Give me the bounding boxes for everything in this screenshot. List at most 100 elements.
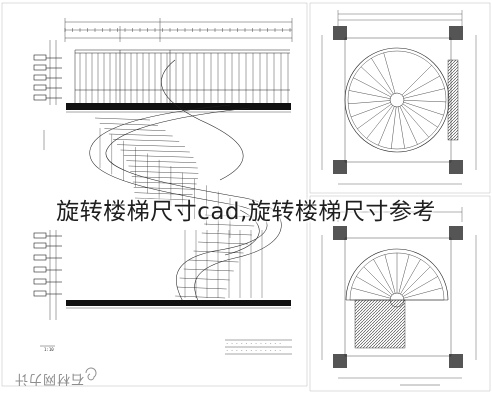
radial-tread <box>401 266 431 296</box>
radial-tread <box>403 100 446 103</box>
stair-tread <box>94 117 151 121</box>
radial-tread <box>400 259 421 295</box>
stair-tread <box>131 176 198 179</box>
svg-text:- - - - - - - - - - - -: - - - - - - - - - - - - <box>226 341 281 346</box>
stair-tread <box>176 286 227 290</box>
radial-tread <box>383 52 396 94</box>
stair-tread <box>193 250 244 254</box>
stair-tread <box>113 139 180 142</box>
level-tag <box>33 232 47 239</box>
radial-tread <box>356 276 392 297</box>
stair-tread <box>120 149 190 153</box>
elevation-drawing-panel: - - - - - - - - - - - - - - - - - - - - … <box>1 2 308 387</box>
level-tag <box>33 54 47 61</box>
plan-bottom-column-br <box>449 354 463 368</box>
level-tag <box>33 242 47 249</box>
elevation-level-tags <box>33 54 62 297</box>
stair-tread <box>179 277 230 281</box>
plan-top-outer-circle <box>344 47 450 153</box>
plan-bottom-tread-lines <box>350 253 444 301</box>
overlay-caption: 旋转楼梯尺寸cad,旋转楼梯尺寸参考 <box>56 199 436 225</box>
lower-floor-slab <box>66 300 291 306</box>
plan-drawing-panel-top <box>309 2 491 194</box>
radial-tread <box>350 102 391 118</box>
stair-tread <box>133 187 195 190</box>
stair-tread <box>132 181 197 185</box>
svg-text:- - - - - - - - - - - -: - - - - - - - - - - - - <box>226 348 281 353</box>
level-tag <box>33 254 47 261</box>
plan-bottom-column-tl <box>333 226 347 240</box>
plan-top-tread-lines <box>348 52 446 149</box>
level-tag <box>33 84 47 91</box>
stair-tread <box>201 232 252 236</box>
radial-tread <box>384 254 396 294</box>
plan-bottom-outer-arc <box>345 248 449 301</box>
radial-tread <box>398 254 410 294</box>
stair-treads <box>94 117 256 299</box>
level-tag <box>33 94 47 101</box>
plan-bottom-column-tr <box>449 226 463 240</box>
level-tag <box>33 64 47 71</box>
spiral-stair-elevation <box>89 59 282 306</box>
radial-tread <box>391 106 397 149</box>
radial-tread <box>353 77 391 98</box>
stair-balusters <box>99 128 263 298</box>
plan-top-column-tl <box>333 26 347 40</box>
radial-tread <box>401 65 432 96</box>
swirl-logo-icon <box>85 367 97 381</box>
upper-balustrade <box>74 49 290 103</box>
stair-tread <box>198 241 249 245</box>
radial-tread <box>373 259 394 295</box>
watermark-text: 石材网力计 <box>14 371 85 386</box>
stair-tread <box>104 128 166 131</box>
elevation-left-dimensions <box>43 40 57 320</box>
stair-tread <box>175 295 226 299</box>
plan-top-column-br <box>449 160 463 174</box>
radial-tread <box>357 103 392 129</box>
stair-tread <box>99 123 158 126</box>
plan-top-column-bl <box>333 160 347 174</box>
stair-tread <box>130 171 199 174</box>
level-tag <box>33 278 47 285</box>
radial-tread <box>402 103 438 128</box>
plan-top-column-tr <box>449 26 463 40</box>
stair-tread <box>116 144 185 147</box>
radial-tread <box>360 66 392 96</box>
radial-tread <box>348 90 391 99</box>
upper-balusters <box>79 53 289 103</box>
radial-tread <box>378 106 395 146</box>
stair-tread <box>134 197 191 201</box>
stair-tread <box>123 155 194 158</box>
radial-tread <box>363 266 393 296</box>
stair-tread <box>128 165 198 169</box>
elevation-title-block <box>40 339 292 355</box>
level-tag <box>33 74 47 81</box>
radial-tread <box>403 287 443 299</box>
level-tag <box>33 290 47 297</box>
radial-tread <box>401 105 429 138</box>
radial-tread <box>366 105 393 139</box>
plan-drawing-panel-bottom <box>309 195 491 392</box>
elevation-top-dimensions <box>64 18 293 42</box>
elevation-top-tick-marks <box>64 28 291 32</box>
stair-tread <box>188 259 239 263</box>
radial-tread <box>403 88 445 99</box>
radial-tread <box>403 101 444 116</box>
level-tag <box>33 266 47 273</box>
radial-tread <box>403 75 440 97</box>
radial-tread <box>399 106 418 145</box>
stair-tread <box>108 133 173 137</box>
stair-tread <box>126 160 197 163</box>
stair-tread <box>183 268 234 272</box>
plan-top-center-post <box>389 92 405 108</box>
radial-tread <box>348 100 391 105</box>
radial-tread <box>397 106 405 149</box>
radial-tread <box>371 58 394 95</box>
radial-tread <box>351 287 391 299</box>
upper-floor-slab <box>66 103 291 110</box>
svg-text:1:10: 1:10 <box>44 347 54 352</box>
radial-tread <box>402 276 438 297</box>
plan-bottom-column-bl <box>333 354 347 368</box>
stair-tread <box>204 223 255 227</box>
